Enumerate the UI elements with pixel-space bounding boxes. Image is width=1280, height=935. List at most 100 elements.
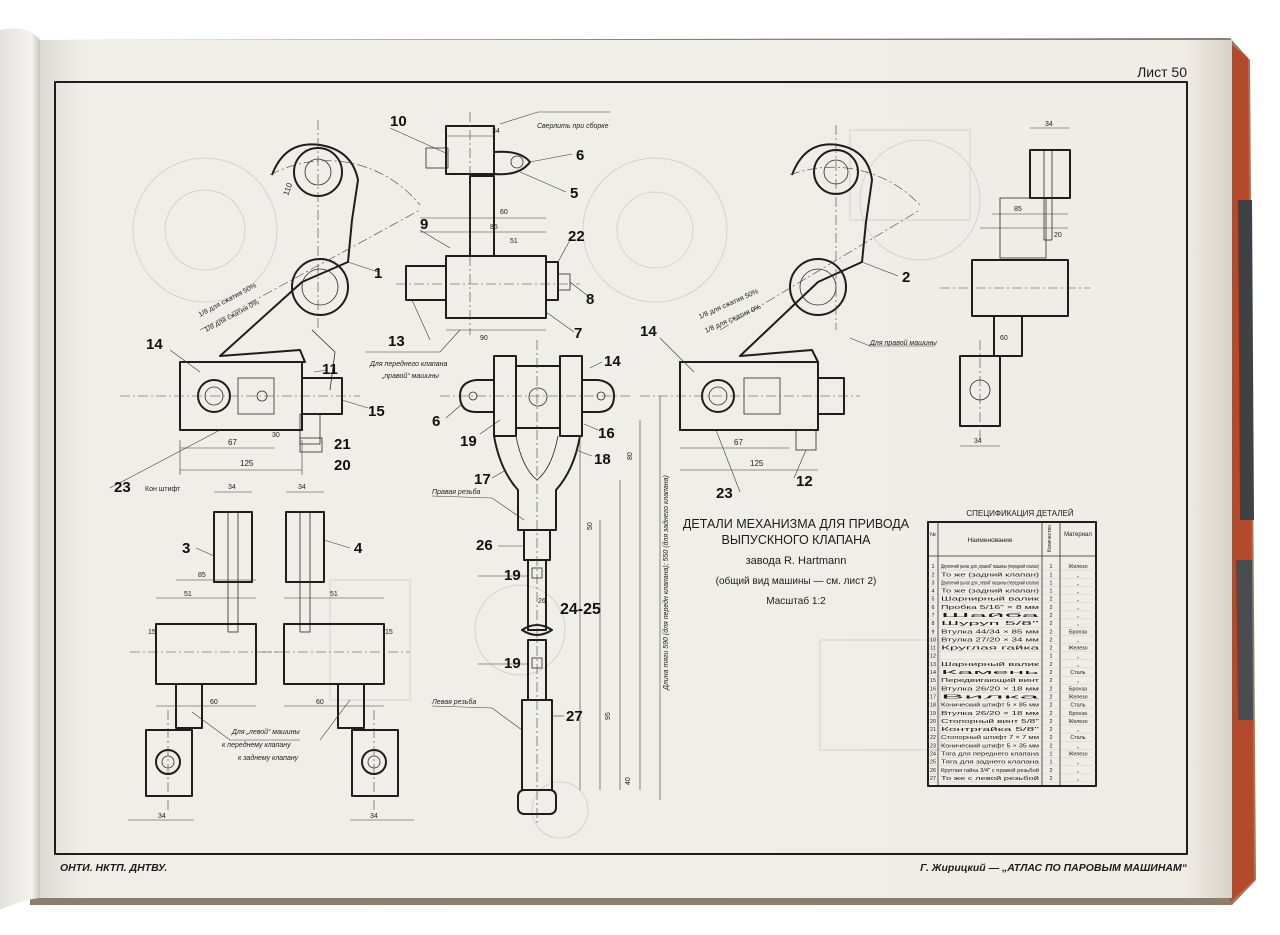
spec-cell-name: Вилка	[941, 695, 1039, 701]
dim-30: 30	[272, 432, 280, 439]
spec-cell-qty: 1	[1050, 580, 1053, 586]
lever-part-3: 34 85 51 60 15 34 3	[128, 484, 280, 821]
callout-8: 8	[586, 291, 594, 308]
spec-cell-mat: „	[1077, 727, 1079, 733]
spec-cell-name: Втулка 44/34 × 85 мм	[941, 629, 1040, 635]
spec-cell-no: 3	[932, 580, 935, 586]
spec-cell-qty: 2	[1050, 727, 1053, 733]
spec-cell-no: 12	[930, 654, 936, 660]
dim-20-right-side: 20	[1054, 232, 1062, 239]
dim-60-right-side: 60	[1000, 335, 1008, 342]
dim-51-p4: 51	[330, 591, 338, 598]
spec-cell-mat: „	[1077, 572, 1079, 578]
callout-15: 15	[368, 403, 385, 420]
lever-1-callouts: 1 14 11 15 21 20 23 Кон штифт	[109, 261, 385, 496]
spec-cell-no: 18	[930, 703, 936, 709]
right-thread-note: Правая резьба	[432, 488, 481, 496]
dim-110: 110	[281, 181, 294, 197]
cone-pin-note: Кон штифт	[145, 486, 181, 493]
footer-publisher: ОНТИ. НКТП. ДНТВУ.	[60, 862, 167, 874]
dim-34-right-side: 34	[1045, 121, 1053, 128]
callout-1: 1	[374, 265, 382, 282]
callout-3: 3	[182, 540, 190, 557]
dim-85-side: 85	[490, 224, 498, 231]
spec-cell-no: 1	[932, 564, 935, 570]
callout-16: 16	[598, 425, 615, 442]
spec-cell-mat: Железо	[1068, 564, 1087, 570]
spec-cell-name: Камень	[941, 670, 1040, 676]
spec-cell-no: 19	[930, 711, 936, 717]
spec-cell-mat: „	[1077, 605, 1079, 611]
spec-cell-name: Конический штифт 5 × 85 мм	[941, 702, 1039, 709]
spec-cell-name: То же (задний клапан)	[941, 571, 1039, 578]
spec-cell-qty: 1	[1050, 654, 1053, 660]
spec-cell-mat: Сталь	[1070, 703, 1085, 709]
rod-length-note: Длина тяги 590 (для передн клапана); 550…	[662, 475, 670, 691]
spec-cell-name: Втулка 26/20 × 18 мм	[941, 686, 1040, 692]
spec-cell-mat: Сталь	[1070, 670, 1085, 676]
spec-cell-name: Втулка 27/20 × 34 мм	[941, 637, 1040, 643]
spec-cell-no: 7	[932, 613, 935, 619]
dim-34-p3-bottom: 34	[158, 813, 166, 820]
spec-cell-name: Шарнирный валик	[941, 661, 1040, 668]
lever-part-2: 125 67 1/8 для сжатия 50% 1/8 для сжатия…	[640, 125, 938, 502]
spec-cell-mat: „	[1077, 768, 1079, 774]
dim-85-right-side: 85	[1014, 206, 1022, 213]
dim-51-side: 51	[510, 238, 518, 245]
spec-cell-name: Конический штифт 5 × 35 мм	[941, 742, 1039, 749]
dim-34-p4-bottom: 34	[370, 813, 378, 820]
callout-14-right: 14	[640, 323, 657, 340]
dim-60-side: 60	[500, 209, 508, 216]
spec-cell-name: Стопорный штифт 7 × 7 мм	[941, 734, 1039, 741]
spec-cell-qty: 2	[1050, 695, 1053, 701]
spec-cell-no: 11	[930, 646, 936, 652]
sheet-paper	[36, 40, 1232, 898]
spec-cell-qty: 2	[1050, 768, 1053, 774]
spec-cell-name: Круглая гайка	[941, 645, 1039, 652]
spec-cell-mat: „	[1077, 597, 1079, 603]
title-line-1: ДЕТАЛИ МЕХАНИЗМА ДЛЯ ПРИВОДА	[683, 517, 910, 531]
spec-cell-no: 22	[930, 735, 936, 741]
sheet-label: Лист 50	[1137, 64, 1187, 80]
spec-cell-no: 2	[932, 572, 935, 578]
dim-60-p3: 60	[210, 699, 218, 706]
callout-4: 4	[354, 540, 363, 557]
drawing-frame	[54, 81, 1188, 855]
spec-cell-name: То же с левой резьбой	[941, 775, 1039, 782]
spec-cell-no: 5	[932, 597, 935, 603]
dim-51-p3: 51	[184, 591, 192, 598]
to-front-valve-note: к переднему клапану	[222, 741, 291, 749]
spec-cell-mat: Железо	[1068, 646, 1087, 652]
callout-19-bottom: 19	[504, 655, 521, 672]
spec-cell-name: Шайба	[941, 612, 1039, 619]
dim-90-side: 90	[480, 335, 488, 342]
callout-6-center: 6	[432, 413, 440, 430]
spec-cell-no: 24	[930, 752, 936, 758]
spec-cell-name: Тяга для переднего клапана	[941, 752, 1039, 758]
callout-13: 13	[388, 333, 405, 350]
spec-caption: СПЕЦИФИКАЦИЯ ДЕТАЛЕЙ	[966, 509, 1074, 518]
callout-23-left: 23	[114, 479, 131, 496]
dim-95-rod: 95	[605, 712, 612, 720]
callout-11: 11	[322, 361, 338, 378]
dim-34-p4: 34	[298, 484, 306, 491]
dim-26-rod: 26	[538, 598, 546, 605]
spec-cell-mat: „	[1077, 743, 1079, 749]
title-line-2: ВЫПУСКНОГО КЛАПАНА	[721, 533, 871, 547]
spec-cell-mat: „	[1077, 637, 1079, 643]
spec-cell-qty: 2	[1050, 711, 1053, 717]
spec-cell-qty: 2	[1050, 605, 1053, 611]
spec-header-name: Наименование	[967, 537, 1012, 544]
dim-34-side: 34	[492, 128, 500, 135]
spec-cell-qty: 2	[1050, 597, 1053, 603]
